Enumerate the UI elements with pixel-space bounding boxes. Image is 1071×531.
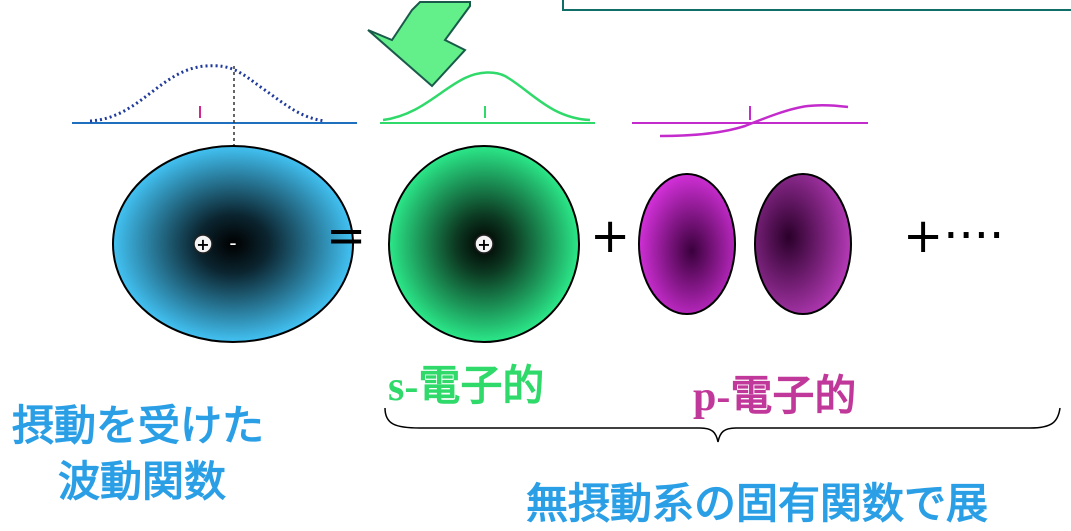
nucleus-icon <box>193 234 213 254</box>
summation-brace <box>384 407 1061 443</box>
p-curve <box>659 103 849 138</box>
p-wavefunction-plot <box>632 103 868 138</box>
perturbed-wavefunction-label-line2: 波動関数 <box>58 457 227 506</box>
dotted-gaussian <box>89 64 326 123</box>
s-curve <box>382 71 591 122</box>
orbital-expansion-diagram: + - + <box>72 0 1071 443</box>
s-electron-label: s-電子的 <box>388 364 545 410</box>
electron-charge: - <box>229 231 236 255</box>
s-orbital: + <box>388 145 580 343</box>
down-left-arrow-icon <box>367 1 471 88</box>
top-box-edge <box>562 0 1071 11</box>
plus-more-operator: +···· <box>903 208 1005 264</box>
p-orbital <box>638 173 852 315</box>
p-orbital-left-lobe <box>638 173 736 315</box>
nucleus-icon <box>474 234 494 254</box>
perturbed-wavefunction-label-line1: 摂動を受けた <box>12 401 265 450</box>
p-orbital-right-lobe <box>754 173 852 315</box>
plus-operator: + <box>590 208 631 264</box>
nucleus-charge: + <box>477 235 490 254</box>
equals-operator: = <box>326 208 367 264</box>
p-electron-label: p-電子的 <box>693 374 857 420</box>
perturbed-wavefunction-plot <box>72 64 357 158</box>
unperturbed-eigenfunction-label: 無摂動系の固有関数で展 <box>526 479 989 528</box>
s-wavefunction-plot <box>380 71 595 124</box>
nucleus-charge: + <box>196 235 209 254</box>
perturbed-orbital: + - <box>112 145 354 343</box>
